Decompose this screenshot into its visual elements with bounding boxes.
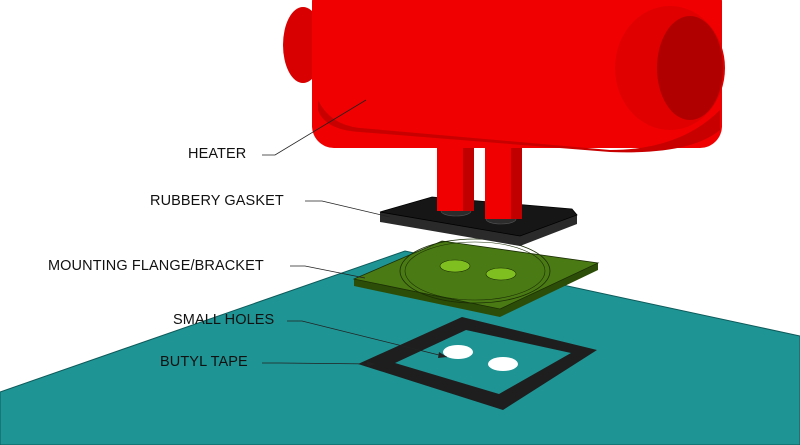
butyl-tape (358, 317, 597, 410)
flange-ring (399, 238, 551, 304)
flange-side (354, 263, 598, 317)
heater-right-cap-face (657, 16, 723, 120)
leader-gasket (305, 200, 391, 218)
heater (312, 0, 722, 148)
mounting-flange (352, 240, 600, 310)
small-hole (488, 357, 518, 371)
leader-holes (287, 320, 448, 358)
rubbery-gasket (379, 196, 578, 237)
flange-hole (439, 259, 471, 273)
arrowhead (367, 361, 375, 367)
label-rubbery-gasket: RUBBERY GASKET (150, 193, 284, 209)
label-heater: HEATER (188, 146, 247, 162)
leader-heater (262, 99, 367, 156)
label-butyl-tape: BUTYL TAPE (160, 354, 248, 370)
small-hole (443, 345, 473, 359)
leader-tape (262, 362, 376, 365)
flange-ring-inner (404, 241, 546, 301)
heater-pipe-shade (511, 130, 522, 219)
label-small-holes: SMALL HOLES (173, 312, 275, 328)
heater-bottom-shade (318, 100, 720, 153)
arrowhead (438, 352, 447, 358)
label-mounting-flange: MOUNTING FLANGE/BRACKET (48, 258, 264, 274)
flange-hole (485, 267, 517, 281)
leader-flange (290, 265, 366, 279)
heater-pipe-shade (463, 125, 474, 211)
